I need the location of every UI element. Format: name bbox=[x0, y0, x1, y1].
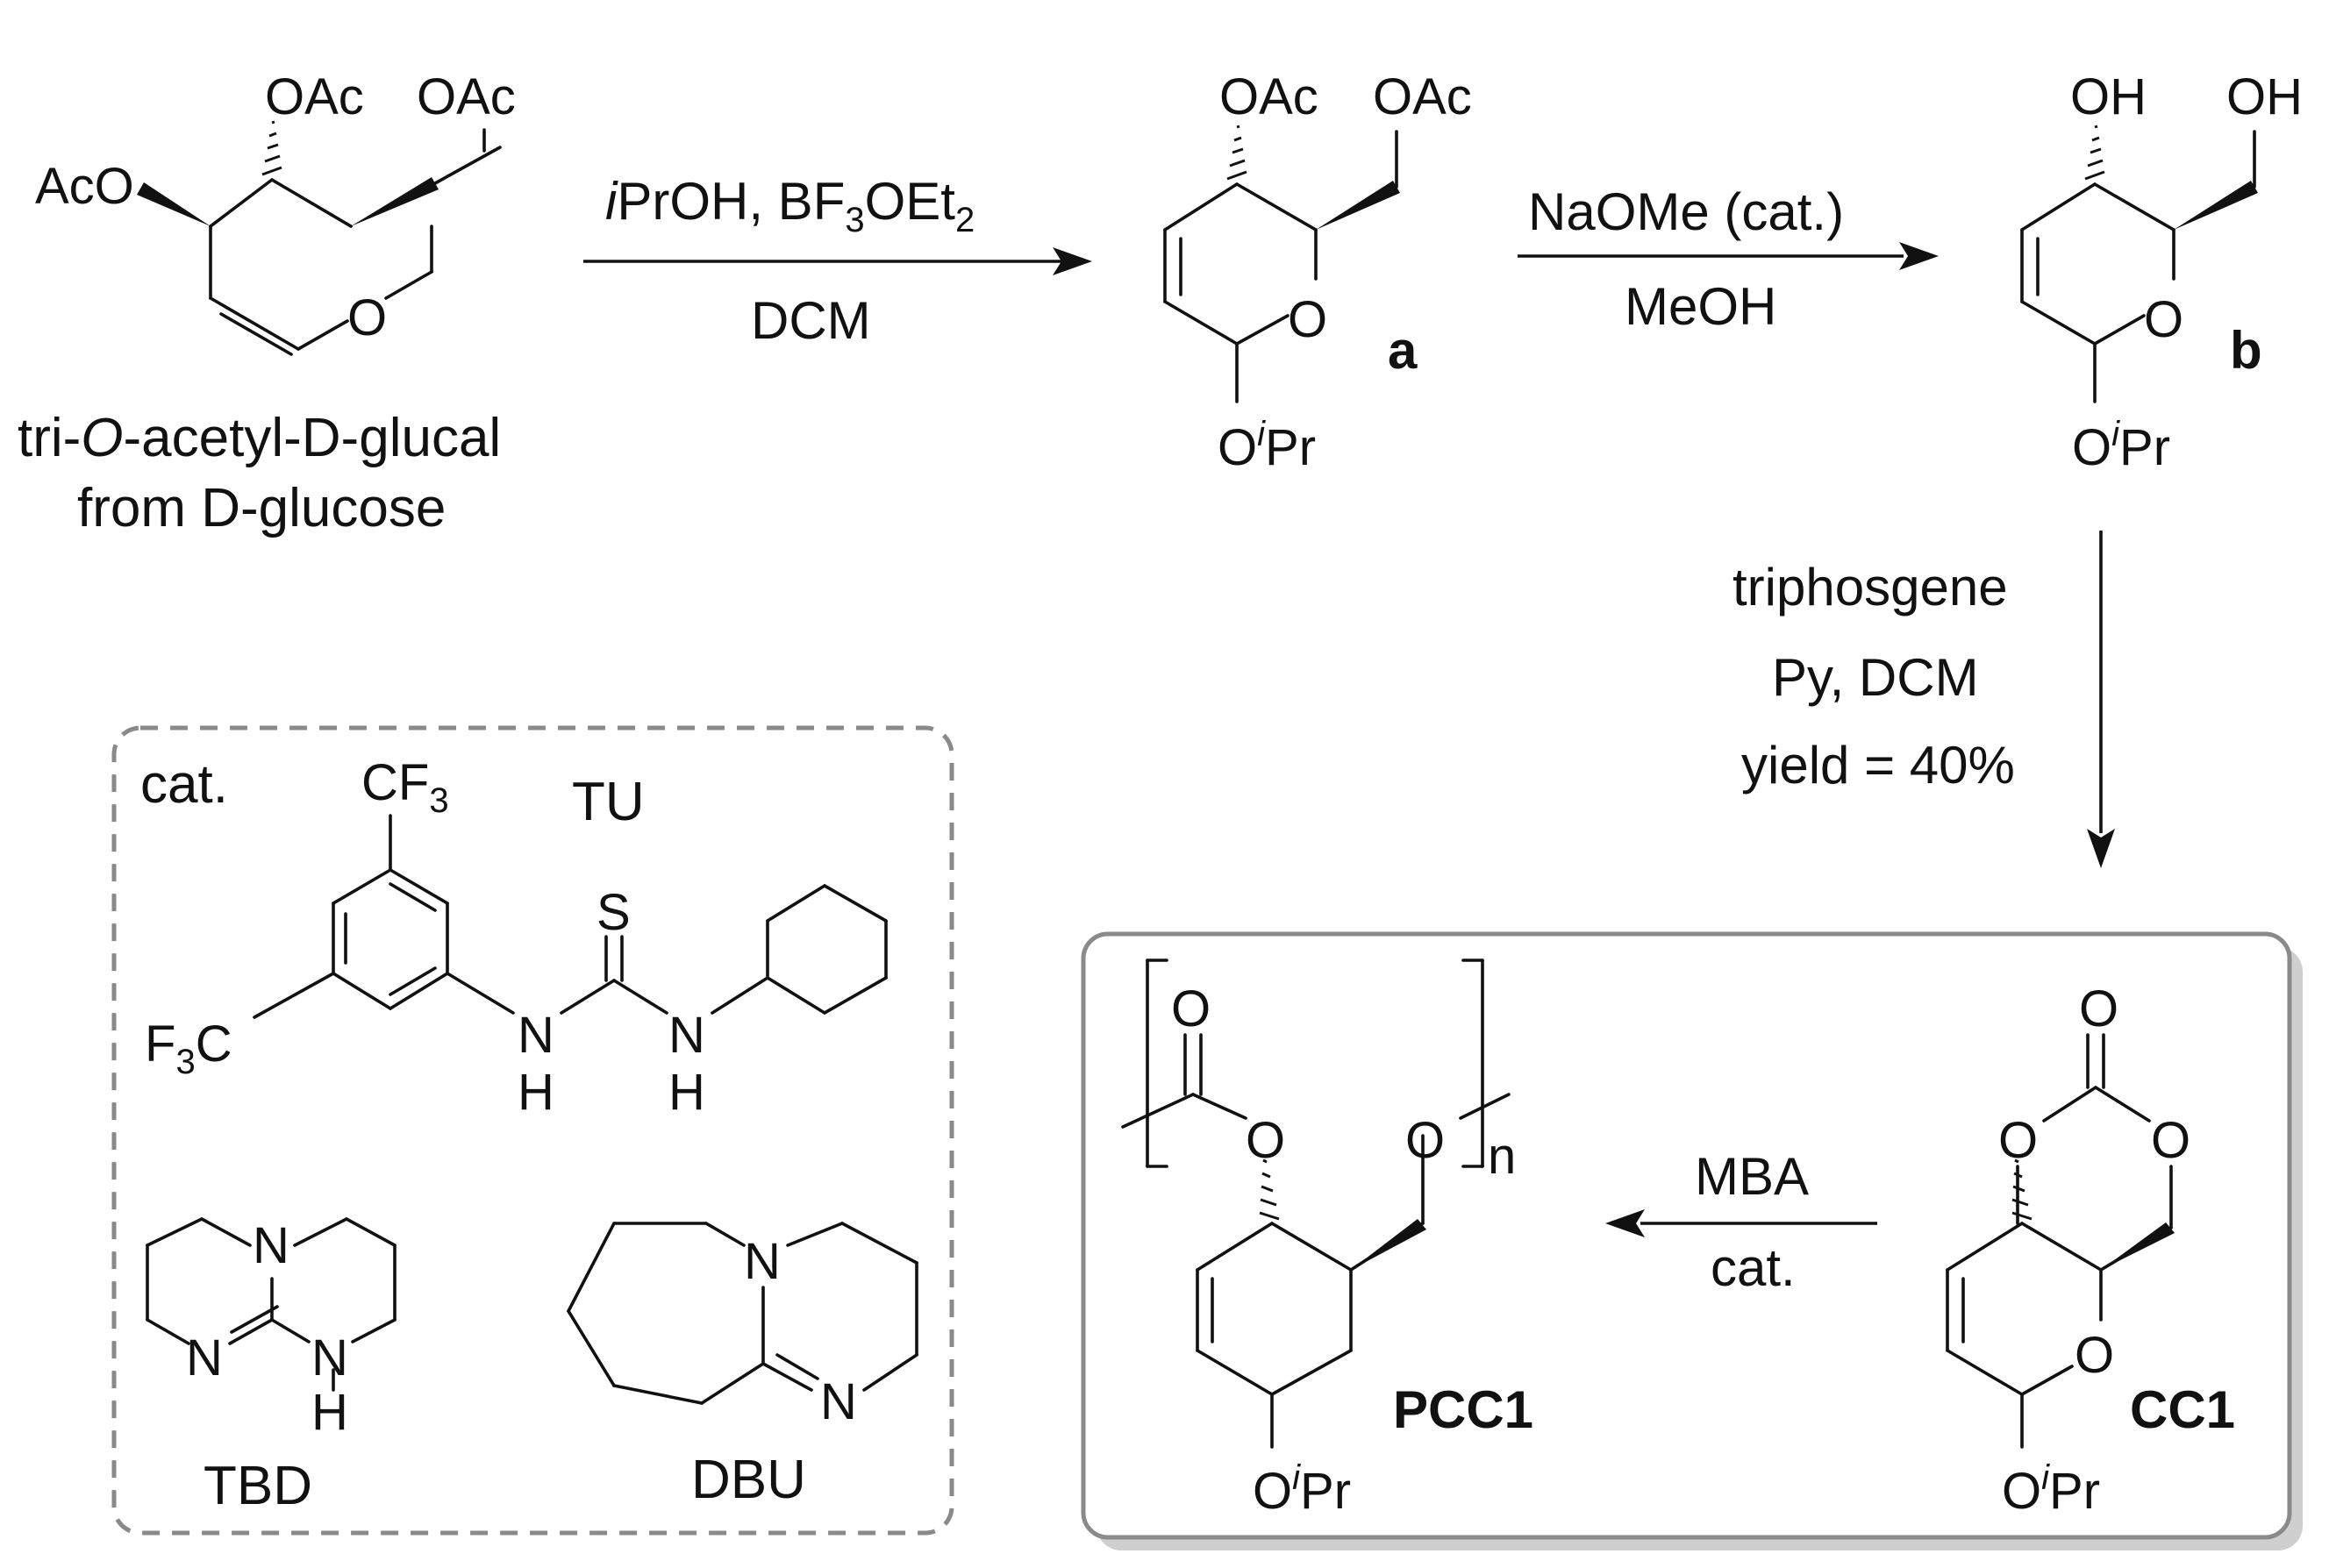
pcc1-carbonyl-oxygen: O bbox=[1171, 980, 1211, 1037]
cc1-carbonate-oxygen-right: O bbox=[2151, 1112, 2190, 1169]
tu-nitrogen-left: N bbox=[518, 1007, 554, 1064]
b-sub-c6-hydroxyl: OH bbox=[2226, 68, 2303, 125]
cc1-carbonate-oxygen-left: O bbox=[1998, 1112, 2038, 1169]
tu-cf3-group: CF3 bbox=[361, 754, 449, 820]
dbu-name: DBU bbox=[691, 1450, 806, 1510]
step2-solvent: MeOH bbox=[1625, 277, 1776, 336]
tu-sulfur: S bbox=[597, 884, 631, 941]
compound-b-structure: O OH OH OiPr bbox=[2020, 68, 2303, 476]
pcc1-repeat-n: n bbox=[1488, 1128, 1516, 1185]
catalyst-box bbox=[111, 725, 954, 1536]
a-oipr-group: OiPr bbox=[1218, 415, 1316, 476]
tu-nitrogen-right: N bbox=[668, 1007, 705, 1064]
step3-reagent: triphosgene bbox=[1732, 558, 2008, 617]
dbu-structure: N N bbox=[567, 1222, 918, 1430]
reaction-arrow-3 bbox=[2087, 531, 2115, 868]
a-sub-c3-acetate: OAc bbox=[1219, 68, 1318, 125]
step2-reagent: NaOMe (cat.) bbox=[1528, 182, 1844, 241]
tri-o-acetyl-d-glucal-structure: O AcO OAc OAc bbox=[35, 68, 516, 356]
start-caption-line1: tri-O-acetyl-D-glucal bbox=[18, 408, 501, 468]
cc1-structure: O O O O OiPr bbox=[1946, 980, 2190, 1520]
b-oipr-group: OiPr bbox=[2072, 415, 2170, 476]
start-sub-c3-acetate: OAc bbox=[265, 68, 364, 125]
step1-solvent: DCM bbox=[751, 291, 871, 350]
tbd-hydrogen: H bbox=[311, 1384, 348, 1441]
catalyst-box-title: cat. bbox=[140, 754, 228, 815]
dbu-nitrogen-bottom: N bbox=[820, 1373, 857, 1430]
step4-catalyst: cat. bbox=[1711, 1238, 1796, 1297]
reaction-arrow-2 bbox=[1518, 242, 1939, 270]
reaction-arrow-4 bbox=[1605, 1209, 1877, 1237]
cc1-label: CC1 bbox=[2130, 1380, 2235, 1439]
product-box bbox=[1081, 931, 2292, 1540]
cc1-oipr-group: OiPr bbox=[2002, 1458, 2100, 1520]
tbd-nitrogen-left: N bbox=[186, 1329, 223, 1386]
tbd-structure: N N N H bbox=[146, 1217, 397, 1441]
a-ring-oxygen: O bbox=[1288, 291, 1327, 348]
reaction-arrow-1 bbox=[583, 247, 1092, 275]
tu-f3c-group: F3C bbox=[145, 1016, 232, 1081]
tu-name: TU bbox=[572, 772, 645, 832]
tbd-nitrogen-right: N bbox=[311, 1329, 348, 1386]
b-sub-c3-hydroxyl: OH bbox=[2070, 68, 2147, 125]
pcc1-structure: O O O OiPr n bbox=[1121, 959, 1516, 1520]
compound-b-label: b bbox=[2230, 321, 2262, 380]
tbd-nitrogen-top: N bbox=[253, 1217, 289, 1274]
compound-a-label: a bbox=[1388, 321, 1418, 380]
b-ring-oxygen: O bbox=[2144, 291, 2183, 348]
start-sub-c6-acetate: OAc bbox=[417, 68, 516, 125]
cc1-ring-oxygen: O bbox=[2075, 1327, 2114, 1384]
start-sub-c4-acetate: AcO bbox=[35, 158, 134, 215]
dbu-nitrogen-top: N bbox=[744, 1233, 781, 1290]
step3-conditions: Py, DCM bbox=[1772, 648, 1979, 707]
compound-a-structure: O OAc OAc OiPr bbox=[1163, 68, 1472, 476]
pcc1-label: PCC1 bbox=[1393, 1380, 1533, 1439]
pcc1-ester-oxygen: O bbox=[1246, 1112, 1285, 1169]
step4-monomer-reagent: MBA bbox=[1695, 1147, 1809, 1206]
tu-hydrogen-left: H bbox=[518, 1064, 554, 1121]
step1-reagent: iPrOH, BF3OEt2 bbox=[605, 172, 975, 239]
a-sub-c6-acetate: OAc bbox=[1373, 68, 1472, 125]
tbd-name: TBD bbox=[204, 1456, 312, 1516]
start-ring-oxygen: O bbox=[347, 289, 387, 346]
tu-hydrogen-right: H bbox=[668, 1064, 705, 1121]
pcc1-chain-oxygen: O bbox=[1405, 1112, 1445, 1169]
pcc1-oipr-group: OiPr bbox=[1253, 1458, 1351, 1520]
tu-structure: CF3 F3C S N H N H bbox=[145, 754, 888, 1121]
start-caption-line2: from D-glucose bbox=[77, 478, 446, 538]
step3-yield: yield = 40% bbox=[1741, 736, 2015, 795]
cc1-carbonyl-oxygen: O bbox=[2079, 980, 2118, 1037]
